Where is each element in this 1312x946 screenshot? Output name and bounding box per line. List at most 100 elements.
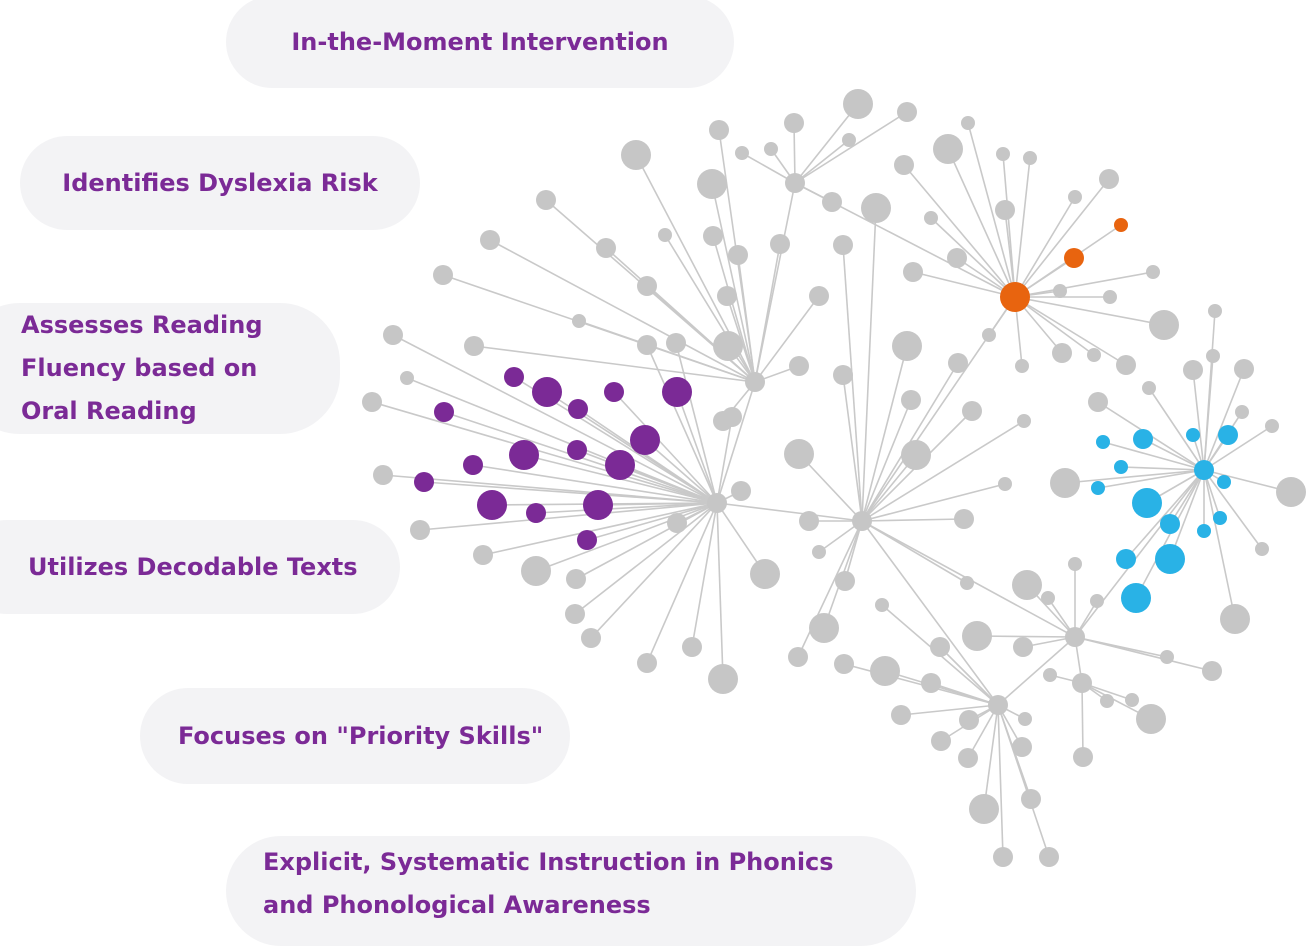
network-node bbox=[605, 450, 635, 480]
network-node bbox=[708, 664, 738, 694]
network-edge bbox=[794, 139, 850, 184]
network-edge bbox=[1192, 369, 1205, 471]
network-node bbox=[1053, 284, 1067, 298]
network-node bbox=[682, 637, 702, 657]
network-node bbox=[843, 89, 873, 119]
network-node bbox=[735, 146, 749, 160]
network-node bbox=[982, 328, 996, 342]
network-node bbox=[731, 481, 751, 501]
network-node bbox=[1015, 359, 1029, 373]
network-node bbox=[901, 390, 921, 410]
network-edge bbox=[535, 502, 718, 514]
network-node bbox=[1013, 637, 1033, 657]
network-edge bbox=[716, 381, 756, 504]
network-edge bbox=[392, 334, 718, 504]
network-node bbox=[1021, 789, 1041, 809]
network-node bbox=[709, 120, 729, 140]
network-edge bbox=[472, 464, 718, 504]
network-edge bbox=[1014, 157, 1031, 298]
network-node bbox=[835, 571, 855, 591]
network-edge bbox=[406, 377, 718, 504]
network-node bbox=[532, 377, 562, 407]
network-node bbox=[434, 402, 454, 422]
network-node bbox=[1090, 594, 1104, 608]
network-edge bbox=[861, 207, 877, 522]
network-node bbox=[842, 133, 856, 147]
network-hub-node bbox=[1000, 282, 1030, 312]
network-edge bbox=[947, 148, 1016, 298]
network-edge bbox=[1014, 296, 1127, 366]
network-edge bbox=[861, 518, 965, 522]
network-node bbox=[1155, 544, 1185, 574]
network-node bbox=[1136, 704, 1166, 734]
network-node bbox=[536, 190, 556, 210]
network-node bbox=[1149, 310, 1179, 340]
network-edge bbox=[903, 164, 1016, 298]
network-edge bbox=[1081, 682, 1084, 758]
network-node bbox=[667, 513, 687, 533]
network-node bbox=[1255, 542, 1269, 556]
feature-label: Utilizes Decodable Texts bbox=[28, 553, 358, 581]
network-edge bbox=[861, 399, 912, 522]
network-node bbox=[1276, 477, 1306, 507]
network-node bbox=[809, 286, 829, 306]
network-node bbox=[464, 336, 484, 356]
network-edge bbox=[1014, 271, 1154, 298]
network-edge bbox=[900, 704, 999, 716]
network-edge bbox=[843, 663, 999, 706]
network-edge bbox=[535, 502, 718, 572]
network-node bbox=[713, 331, 743, 361]
network-node bbox=[892, 331, 922, 361]
network-node bbox=[1043, 668, 1057, 682]
network-edge bbox=[489, 239, 756, 383]
network-node bbox=[903, 262, 923, 282]
network-edge bbox=[842, 244, 863, 522]
network-node bbox=[1017, 414, 1031, 428]
network-edge bbox=[1142, 438, 1205, 471]
network-node bbox=[1114, 460, 1128, 474]
network-node bbox=[822, 192, 842, 212]
network-node bbox=[666, 333, 686, 353]
network-hub-node bbox=[1072, 673, 1092, 693]
network-node bbox=[809, 613, 839, 643]
network-node bbox=[921, 673, 941, 693]
network-node bbox=[1073, 747, 1093, 767]
network-node bbox=[630, 425, 660, 455]
network-node bbox=[784, 439, 814, 469]
network-node bbox=[1220, 604, 1250, 634]
network-node bbox=[480, 230, 500, 250]
network-node bbox=[930, 637, 950, 657]
network-edge bbox=[997, 704, 1004, 858]
network-node bbox=[373, 465, 393, 485]
network-node bbox=[1265, 419, 1279, 433]
feature-label: Explicit, Systematic Instruction in Phon… bbox=[263, 848, 834, 919]
network-node bbox=[788, 647, 808, 667]
network-node bbox=[931, 731, 951, 751]
network-node bbox=[870, 656, 900, 686]
network-node bbox=[577, 530, 597, 550]
network-node bbox=[1202, 661, 1222, 681]
network-nodes bbox=[362, 89, 1306, 867]
network-edge bbox=[797, 520, 863, 658]
network-node bbox=[1064, 248, 1084, 268]
network-edge bbox=[967, 122, 1016, 298]
network-edge bbox=[664, 234, 756, 383]
network-hub-node bbox=[707, 493, 727, 513]
network-node bbox=[1183, 360, 1203, 380]
network-edge bbox=[976, 635, 1076, 638]
network-edge bbox=[754, 243, 781, 383]
network-edge bbox=[912, 271, 1016, 298]
network-hub-node bbox=[785, 173, 805, 193]
network-edge bbox=[676, 391, 718, 504]
network-edge bbox=[741, 152, 796, 184]
network-node bbox=[1091, 481, 1105, 495]
network-node bbox=[894, 155, 914, 175]
network-edge bbox=[1203, 469, 1236, 620]
network-edge bbox=[716, 502, 863, 522]
network-edge bbox=[794, 103, 859, 184]
network-node bbox=[1041, 591, 1055, 605]
feature-label: Assesses Reading Fluency based on Oral R… bbox=[21, 311, 263, 425]
network-edge bbox=[577, 408, 718, 504]
network-node bbox=[463, 455, 483, 475]
network-edge bbox=[371, 401, 718, 504]
